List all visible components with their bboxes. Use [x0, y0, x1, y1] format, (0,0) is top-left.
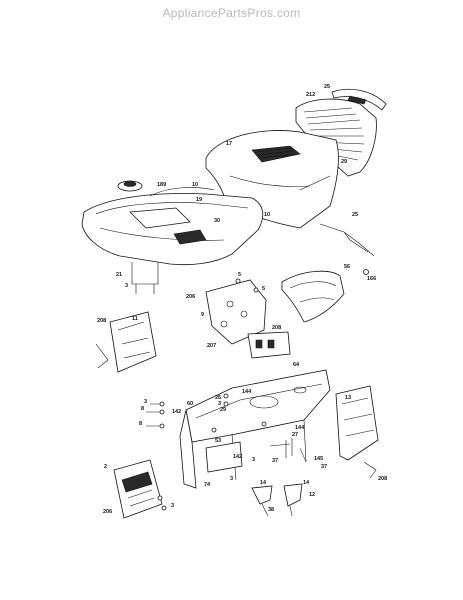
callout-9: 9 [201, 312, 204, 318]
callout-37: 37 [272, 458, 278, 464]
callout-8: 8 [139, 421, 142, 427]
dash-mount [205, 278, 291, 359]
hood-hinge [319, 223, 375, 275]
callout-14: 14 [260, 480, 267, 486]
callout-207: 207 [207, 343, 216, 349]
callout-30: 30 [214, 218, 220, 224]
body-panel [81, 180, 264, 294]
right-panel [335, 385, 379, 479]
callout-206: 206 [186, 294, 195, 300]
callout-25: 25 [352, 212, 358, 218]
callout-25: 25 [324, 84, 330, 90]
callout-17: 17 [226, 141, 232, 147]
callout-64: 64 [293, 362, 300, 368]
callout-27: 27 [292, 432, 298, 438]
callout-144: 144 [242, 389, 252, 395]
callout-29: 29 [341, 159, 347, 165]
callout-206: 206 [103, 509, 112, 515]
callout-142: 142 [233, 454, 242, 460]
callout-19: 19 [196, 197, 202, 203]
callout-2: 2 [104, 464, 107, 470]
main-frame [179, 369, 331, 489]
callout-12: 12 [309, 492, 315, 498]
front-plate [113, 459, 167, 519]
callout-166: 166 [367, 276, 376, 282]
callout-14: 14 [303, 480, 310, 486]
callout-3: 3 [144, 399, 147, 405]
callout-60: 60 [187, 401, 193, 407]
callout-74: 74 [204, 482, 211, 488]
callout-26: 26 [215, 395, 221, 401]
left-panel [95, 311, 157, 373]
callout-37: 37 [321, 464, 327, 470]
callout-3: 3 [230, 476, 233, 482]
callout-208: 208 [272, 325, 281, 331]
callout-3: 3 [218, 401, 221, 407]
callout-189: 189 [157, 182, 166, 188]
callout-3: 3 [171, 503, 174, 509]
callout-142: 142 [172, 409, 181, 415]
callout-11: 11 [132, 316, 138, 322]
front-brackets [251, 483, 303, 517]
callout-38: 38 [268, 507, 274, 513]
callout-3: 3 [252, 457, 255, 463]
watermark: AppliancePartsPros.com [162, 6, 301, 20]
callout-3: 3 [125, 283, 128, 289]
callout-145: 145 [314, 456, 323, 462]
callout-10: 10 [264, 212, 270, 218]
callout-208: 208 [378, 476, 387, 482]
callout-5: 5 [238, 272, 241, 278]
hardware [146, 393, 307, 463]
callout-56: 56 [344, 264, 350, 270]
callout-212: 212 [306, 92, 315, 98]
callout-21: 21 [116, 272, 122, 278]
callout-5: 5 [262, 286, 265, 292]
callout-208: 208 [97, 318, 106, 324]
callout-29: 29 [220, 407, 226, 413]
callout-144: 144 [295, 425, 305, 431]
callout-53: 53 [215, 438, 221, 444]
callout-10: 10 [192, 182, 198, 188]
callout-8: 8 [141, 406, 144, 412]
shield [281, 270, 345, 323]
callout-13: 13 [345, 395, 351, 401]
